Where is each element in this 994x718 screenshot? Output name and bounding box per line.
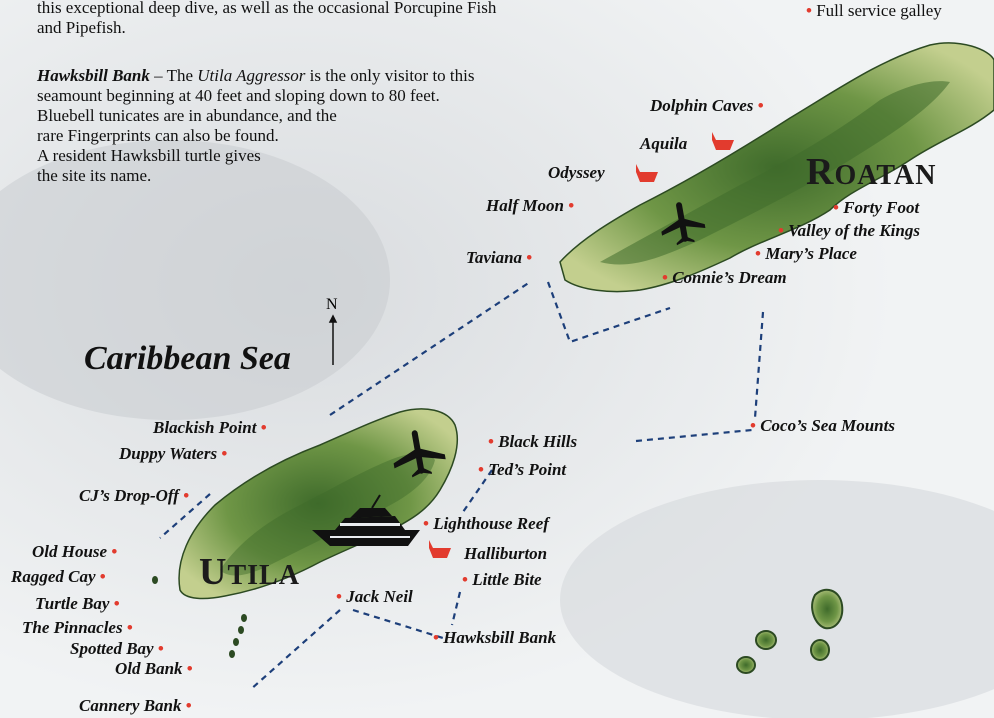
sea-label: Caribbean Sea bbox=[84, 340, 291, 377]
dive-site-cj-dropoff[interactable]: CJ’s Drop-Off • bbox=[79, 486, 190, 505]
dive-site-old-house[interactable]: Old House • bbox=[32, 542, 118, 561]
north-arrow bbox=[328, 314, 338, 365]
dive-site-taviana[interactable]: Taviana • bbox=[466, 248, 533, 267]
small-island bbox=[810, 639, 830, 661]
dive-site-valley-of-the-kings[interactable]: • Valley of the Kings bbox=[778, 221, 920, 240]
cay bbox=[152, 576, 158, 584]
dive-site-half-moon[interactable]: Half Moon • bbox=[486, 196, 575, 215]
dive-site-ragged-cay[interactable]: Ragged Cay • bbox=[11, 567, 106, 586]
hawksbill-description: Hawksbill Bank – The Utila Aggressor is … bbox=[37, 66, 475, 185]
dive-site-black-hills[interactable]: • Black Hills bbox=[488, 432, 578, 451]
dive-site-connies-dream[interactable]: • Connie’s Dream bbox=[662, 268, 787, 287]
utila-island-inner bbox=[220, 453, 435, 576]
island-label-utila: UTILA bbox=[199, 551, 300, 593]
dive-site-the-pinnacles[interactable]: The Pinnacles • bbox=[22, 618, 133, 637]
dive-site-teds-point[interactable]: • Ted’s Point bbox=[478, 460, 567, 479]
dive-routes bbox=[159, 281, 765, 691]
dive-site-turtle-bay[interactable]: Turtle Bay • bbox=[35, 594, 120, 613]
dive-site-forty-foot[interactable]: • Forty Foot bbox=[833, 198, 920, 217]
intro-text: this exceptional deep dive, as well as t… bbox=[37, 0, 497, 37]
small-island bbox=[811, 588, 844, 630]
dive-site-duppy-waters[interactable]: Duppy Waters • bbox=[119, 444, 228, 463]
dive-site-dolphin-caves[interactable]: Dolphin Caves • bbox=[650, 96, 764, 115]
wreck-icon bbox=[429, 540, 451, 558]
dive-site-jack-neil[interactable]: • Jack Neil bbox=[336, 587, 413, 606]
dive-site-blackish-point[interactable]: Blackish Point • bbox=[153, 418, 267, 437]
dive-site-odyssey[interactable]: Odyssey bbox=[548, 163, 605, 182]
dive-site-cocos-sea-mounts[interactable]: • Coco’s Sea Mounts bbox=[750, 416, 895, 435]
cay bbox=[241, 614, 247, 622]
dive-site-spotted-bay[interactable]: Spotted Bay • bbox=[70, 639, 164, 658]
dive-site-cannery-bank[interactable]: Cannery Bank • bbox=[79, 696, 192, 715]
north-label: N bbox=[326, 296, 338, 313]
roatan-island-inner bbox=[600, 81, 950, 265]
cay bbox=[229, 650, 235, 658]
dive-site-lighthouse-reef[interactable]: • Lighthouse Reef bbox=[423, 514, 549, 533]
dive-site-old-bank[interactable]: Old Bank • bbox=[115, 659, 193, 678]
wreck-icon bbox=[636, 164, 658, 182]
utila-island bbox=[178, 408, 459, 600]
amenity-item: • Full service galley bbox=[806, 1, 942, 20]
background-shadow bbox=[560, 480, 994, 718]
bullet-icon: • bbox=[806, 1, 812, 20]
wreck-icon bbox=[712, 132, 734, 150]
dive-site-marys-place[interactable]: • Mary’s Place bbox=[755, 244, 857, 263]
airport-icon bbox=[393, 430, 446, 478]
cay bbox=[233, 638, 239, 646]
liveaboard-boat-icon bbox=[312, 494, 420, 546]
island-label-roatan: ROATAN bbox=[806, 151, 937, 193]
small-island bbox=[755, 630, 777, 650]
dive-site-hawksbill-bank[interactable]: • Hawksbill Bank bbox=[433, 628, 557, 647]
cay bbox=[238, 626, 244, 634]
background-shadow bbox=[0, 140, 390, 420]
dive-site-aquila[interactable]: Aquila bbox=[640, 134, 688, 153]
dive-site-halliburton[interactable]: Halliburton bbox=[464, 544, 548, 563]
airport-icon bbox=[661, 202, 706, 246]
dive-site-little-bite[interactable]: • Little Bite bbox=[462, 570, 542, 589]
small-island bbox=[736, 656, 756, 674]
